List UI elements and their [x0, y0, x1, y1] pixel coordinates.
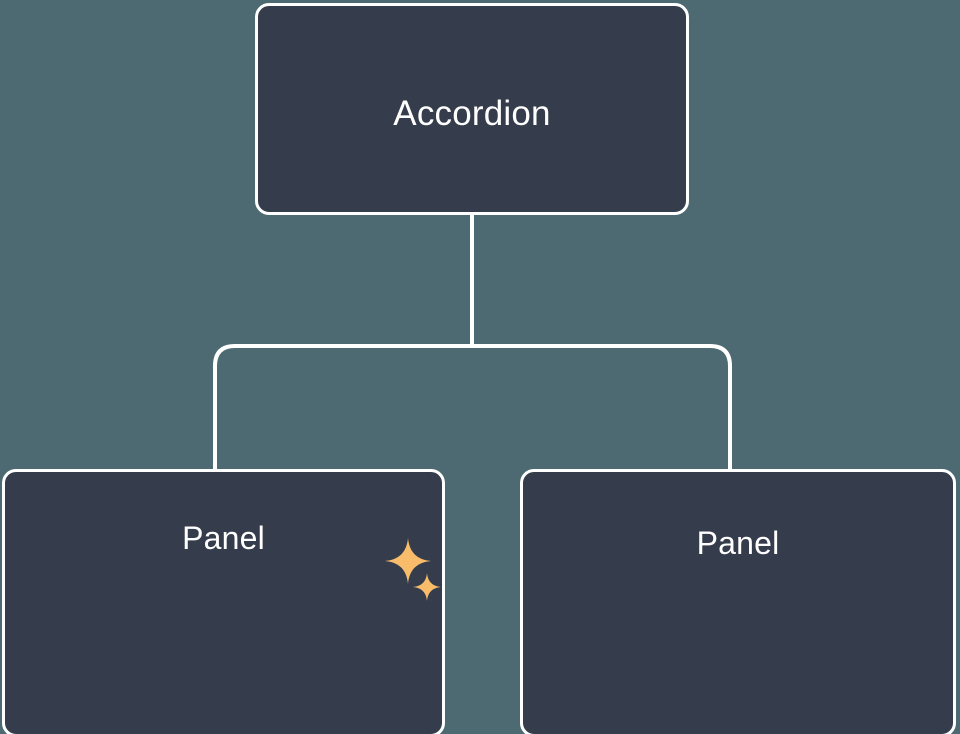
node-panel-inactive-title: Panel	[696, 525, 780, 561]
connector-branch-bus	[213, 344, 732, 470]
node-accordion[interactable]: Accordion	[255, 3, 689, 215]
node-accordion-title: Accordion	[393, 94, 551, 133]
node-panel-active-title: Panel	[182, 520, 265, 556]
node-panel-inactive[interactable]: Panel	[520, 469, 956, 734]
node-panel-active[interactable]: Panel	[2, 469, 445, 734]
